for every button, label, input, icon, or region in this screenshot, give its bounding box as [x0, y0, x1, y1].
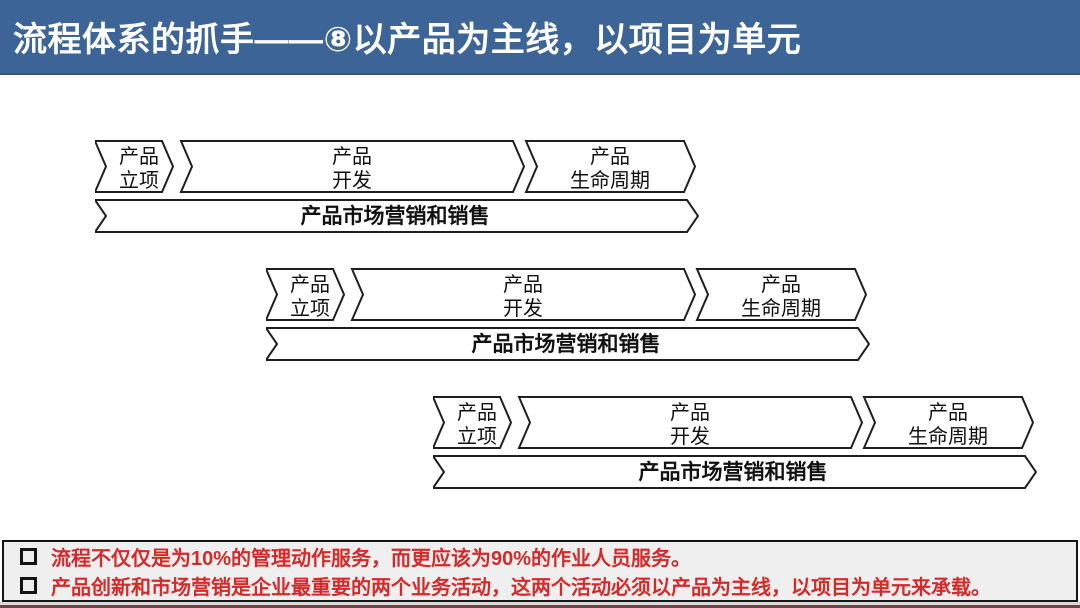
- notes-box: 流程不仅仅是为10%的管理动作服务，而更应该为90%的作业人员服务。 产品创新和…: [2, 540, 1078, 602]
- banner-marketing-sales: [95, 199, 699, 233]
- step-label: 产品: [503, 273, 543, 296]
- note-text: 产品创新和市场营销是企业最重要的两个业务活动，这两个活动必须以产品为主线，以项目…: [51, 577, 991, 599]
- chevron-product-initiation: [95, 140, 175, 193]
- step-label: 生命周期: [570, 169, 650, 192]
- banner-marketing-sales: [266, 327, 870, 361]
- step-label: 生命周期: [741, 297, 821, 320]
- process-row-1: 产品 立项 产品 开发 产品 生命周期 产品市场营销和销售: [95, 140, 699, 234]
- banner-label: 产品市场营销和销售: [472, 332, 661, 356]
- note-item: 流程不仅仅是为10%的管理动作服务，而更应该为90%的作业人员服务。: [20, 542, 1076, 571]
- slide-title: 流程体系的抓手——⑧以产品为主线，以项目为单元: [13, 21, 802, 59]
- step-label: 开发: [670, 425, 710, 448]
- process-row-3: 产品 立项 产品 开发 产品 生命周期 产品市场营销和销售: [433, 396, 1037, 490]
- chevron-product-lifecycle: [524, 140, 697, 193]
- step-label: 产品: [332, 145, 372, 168]
- bottom-edge-gray: [0, 602, 1080, 605]
- chevron-product-development: [517, 396, 864, 449]
- step-label: 生命周期: [908, 425, 988, 448]
- step-label: 产品: [670, 401, 710, 424]
- step-label: 产品: [119, 145, 159, 168]
- note-item: 产品创新和市场营销是企业最重要的两个业务活动，这两个活动必须以产品为主线，以项目…: [20, 571, 1076, 600]
- process-row-2: 产品 立项 产品 开发 产品 生命周期 产品市场营销和销售: [266, 268, 870, 362]
- step-label: 产品: [928, 401, 968, 424]
- step-label: 立项: [290, 297, 330, 320]
- bottom-edge-maroon: [0, 605, 1080, 608]
- chevron-product-development: [350, 268, 697, 321]
- slide-header-bar: 流程体系的抓手——⑧以产品为主线，以项目为单元: [0, 0, 1080, 75]
- step-label: 开发: [332, 169, 372, 192]
- chevron-product-development: [179, 140, 526, 193]
- step-label: 产品: [457, 401, 497, 424]
- square-bullet-icon: [20, 548, 37, 565]
- step-label: 产品: [590, 145, 630, 168]
- chevron-product-initiation: [266, 268, 346, 321]
- square-bullet-icon: [20, 577, 37, 594]
- banner-label: 产品市场营销和销售: [301, 204, 490, 228]
- banner-label: 产品市场营销和销售: [639, 460, 828, 484]
- chevron-product-lifecycle: [862, 396, 1035, 449]
- step-label: 产品: [761, 273, 801, 296]
- step-label: 立项: [457, 425, 497, 448]
- chevron-product-lifecycle: [695, 268, 868, 321]
- step-label: 开发: [503, 297, 543, 320]
- note-text: 流程不仅仅是为10%的管理动作服务，而更应该为90%的作业人员服务。: [51, 548, 692, 570]
- banner-marketing-sales: [433, 455, 1037, 489]
- step-label: 产品: [290, 273, 330, 296]
- chevron-product-initiation: [433, 396, 513, 449]
- step-label: 立项: [119, 169, 159, 192]
